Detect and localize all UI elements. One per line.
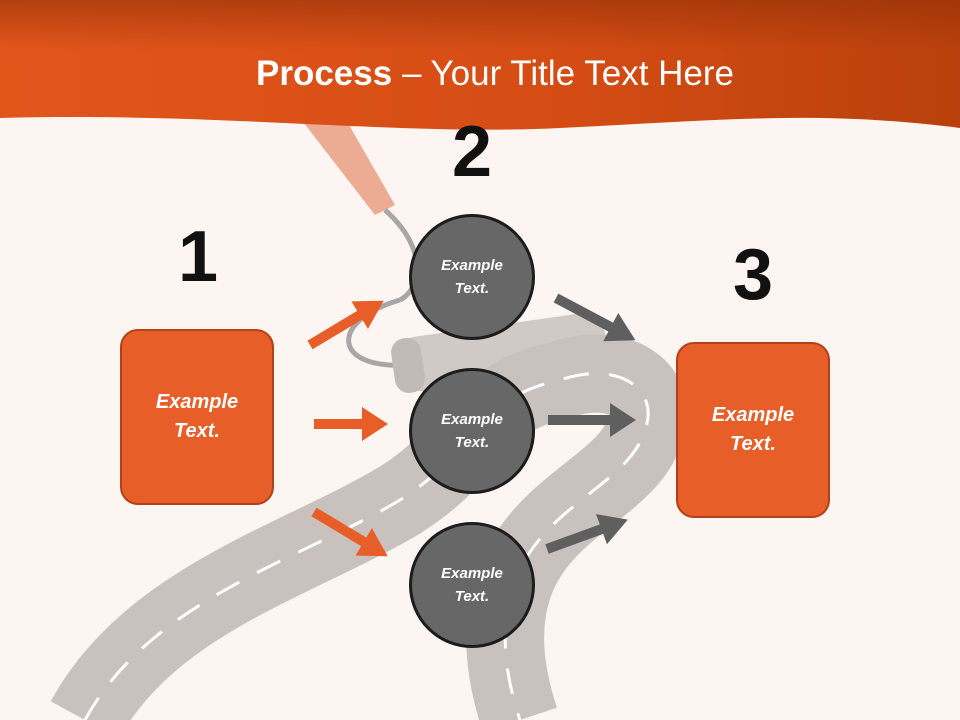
step-circle-1-text: Example Text. [441, 257, 503, 297]
step-box-3: Example Text. [676, 342, 830, 518]
title-bold: Process [256, 54, 393, 93]
arrow-right-icon [311, 507, 388, 557]
step-circle-2: Example Text. [409, 368, 535, 494]
step-circle-3-text: Example Text. [441, 565, 503, 605]
step-box-1-text: Example Text. [155, 391, 239, 442]
step-circle-1: Example Text. [409, 214, 535, 340]
step-circle-3: Example Text. [409, 522, 535, 648]
header-band [0, 0, 960, 130]
step-number-3: 3 [732, 235, 774, 315]
arrow-right-icon [545, 514, 628, 554]
arrow-right-icon [307, 300, 384, 350]
page-title: Process – Your Title Text Here [0, 52, 960, 96]
step-number-1: 1 [177, 217, 219, 297]
title-rest: – Your Title Text Here [392, 54, 734, 93]
step-circle-2-text: Example Text. [441, 411, 503, 451]
arrow-right-icon [548, 403, 636, 437]
step-box-1: Example Text. [120, 329, 274, 505]
step-number-2: 2 [451, 112, 493, 192]
arrow-right-icon [553, 293, 636, 342]
arrow-right-icon [314, 407, 388, 441]
step-box-3-text: Example Text. [711, 404, 795, 455]
